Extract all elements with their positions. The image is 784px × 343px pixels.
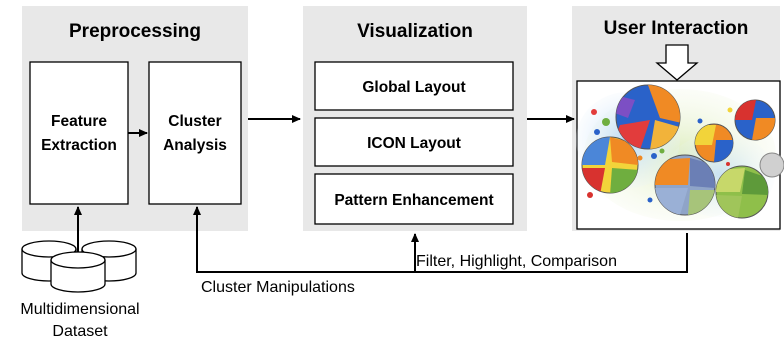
user-interaction-title: User Interaction xyxy=(604,18,749,39)
interaction-to-visualization-feedback-arrow xyxy=(411,233,688,273)
dataset-label-line1: Multidimensional xyxy=(20,301,139,318)
dataset-label-line2: Dataset xyxy=(52,323,108,340)
icon-layout-label: ICON Layout xyxy=(367,135,461,152)
cluster-analysis-label-line2: Analysis xyxy=(163,137,227,154)
cluster-analysis-label-line1: Cluster xyxy=(168,113,221,130)
preprocessing-title: Preprocessing xyxy=(69,21,201,42)
icon-layout-box xyxy=(314,117,514,167)
filter-highlight-comparison-label: Filter, Highlight, Comparison xyxy=(416,253,617,270)
pattern-enhancement-box xyxy=(314,173,514,225)
cluster-analysis-box xyxy=(148,61,242,205)
cluster-manipulation-feedback-arrow xyxy=(193,206,415,273)
feature-extraction-label-line1: Feature xyxy=(51,113,107,130)
global-layout-label: Global Layout xyxy=(362,79,465,96)
cluster-manipulations-label: Cluster Manipulations xyxy=(201,279,355,296)
feature-extraction-label-line2: Extraction xyxy=(41,137,117,154)
pattern-enhancement-label: Pattern Enhancement xyxy=(334,192,493,209)
visualization-title: Visualization xyxy=(357,21,473,42)
visualization-panel: Visualization Global Layout ICON Layout … xyxy=(303,6,527,231)
preprocessing-panel: Preprocessing Feature Extraction Cluster… xyxy=(22,6,248,231)
feature-extraction-box xyxy=(29,61,129,205)
user-interaction-panel: User Interaction xyxy=(572,6,784,231)
global-layout-box xyxy=(314,61,514,111)
user-input-arrow-icon xyxy=(655,44,699,81)
cluster-bubbles-image xyxy=(576,84,784,221)
